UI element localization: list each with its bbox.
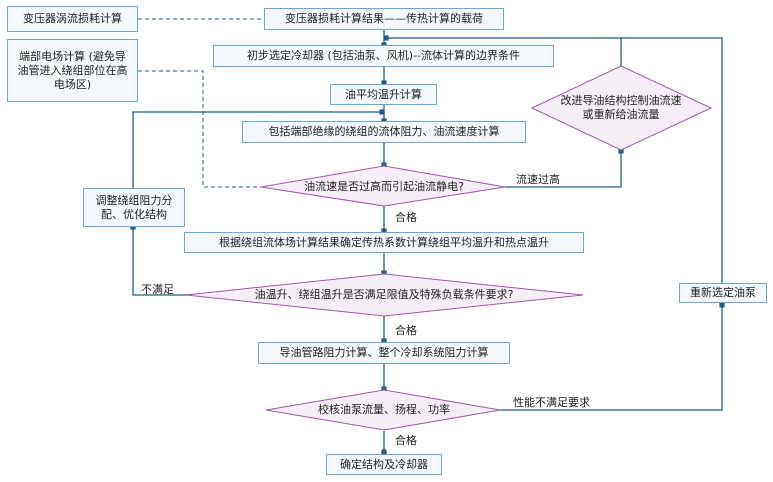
node-pipe-resistance: 导油管路阻力计算、整个冷却系统阻力计算 bbox=[258, 342, 510, 364]
node-winding-flow-text: 包括端部绝缘的绕组的流体阻力、油流速度计算 bbox=[268, 125, 500, 138]
edge-label-pass-3: 合格 bbox=[395, 434, 417, 447]
node-final: 确定结构及冷却器 bbox=[326, 454, 442, 475]
improve-decision-text: 改进导油结构控制油流速或重新给油流量 bbox=[560, 94, 682, 121]
node-eddy-loss: 变压器涡流损耗计算 bbox=[7, 6, 138, 32]
diamond-improve bbox=[530, 65, 713, 151]
diamond-temp-decision bbox=[185, 273, 584, 317]
node-initial-cooler: 初步选定冷却器 (包括油泵、风机)--流体计算的边界条件 bbox=[213, 45, 554, 67]
node-adjust-winding: 调整绕组阻力分配、优化结构 bbox=[83, 188, 185, 227]
node-loss-result: 变压器损耗计算结果——传热计算的载荷 bbox=[264, 8, 504, 30]
flow-decision-text: 油流速是否过高而引起油流静电? bbox=[304, 180, 464, 193]
arrow-tempdecision-to-adjust bbox=[130, 224, 187, 296]
diamond-flow-decision bbox=[260, 165, 506, 207]
node-final-text: 确定结构及冷却器 bbox=[340, 457, 428, 471]
edge-label-performance-fail: 性能不满足要求 bbox=[513, 396, 590, 409]
arrow-flowdecision-to-improve bbox=[505, 148, 624, 188]
node-oil-avg-temp-text: 油平均温升计算 bbox=[345, 87, 422, 101]
node-initial-cooler-text: 初步选定冷却器 (包括油泵、风机)--流体计算的边界条件 bbox=[246, 49, 521, 62]
temp-decision-text: 油温升、绕组温升是否满足限值及特殊负载条件要求? bbox=[254, 288, 514, 301]
node-reselect-pump-text: 重新选定油泵 bbox=[690, 286, 756, 299]
node-oil-avg-temp: 油平均温升计算 bbox=[330, 84, 437, 105]
node-loss-result-text: 变压器损耗计算结果——传热计算的载荷 bbox=[285, 12, 483, 25]
node-end-field: 端部电场计算 (避免导油管进入绕组部位在高电场区) bbox=[7, 39, 138, 102]
node-heat-transfer-text: 根据绕组流体场计算结果确定传热系数计算绕组平均温升和热点温升 bbox=[219, 235, 549, 249]
edge-label-flow-too-high: 流速过高 bbox=[516, 173, 560, 186]
node-adjust-winding-text: 调整绕组阻力分配、优化结构 bbox=[95, 193, 173, 221]
edge-label-pass-2: 合格 bbox=[395, 324, 417, 337]
arrow-adjust-to-winding bbox=[132, 109, 385, 188]
diamond-pump-decision bbox=[265, 389, 501, 431]
dashed-link-field-to-flow-decision bbox=[138, 70, 262, 188]
pump-decision-text: 校核油泵流量、扬程、功率 bbox=[318, 403, 450, 416]
node-eddy-loss-text: 变压器涡流损耗计算 bbox=[23, 12, 122, 25]
edge-label-not-satisfied: 不满足 bbox=[141, 283, 174, 296]
node-winding-flow: 包括端部绝缘的绕组的流体阻力、油流速度计算 bbox=[242, 121, 526, 143]
node-heat-transfer: 根据绕组流体场计算结果确定传热系数计算绕组平均温升和热点温升 bbox=[184, 232, 584, 253]
arrow-pumpdecision-to-reselect bbox=[500, 302, 725, 411]
link-reselect-to-top bbox=[621, 37, 723, 283]
edge-label-pass-1: 合格 bbox=[395, 211, 417, 224]
node-end-field-text: 端部电场计算 (避免导油管进入绕组部位在高电场区) bbox=[17, 49, 128, 91]
node-pipe-resistance-text: 导油管路阻力计算、整个冷却系统阻力计算 bbox=[279, 346, 489, 359]
node-reselect-pump: 重新选定油泵 bbox=[679, 283, 767, 303]
